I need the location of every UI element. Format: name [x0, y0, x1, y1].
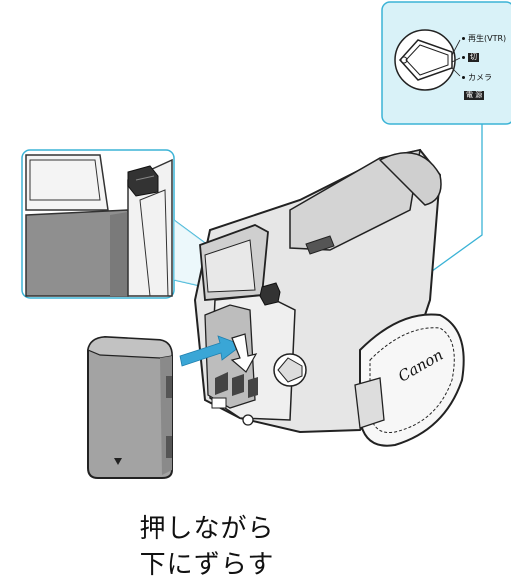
bullet-dot-icon: [462, 76, 465, 79]
release-lever-callout: [21, 149, 175, 299]
instruction-line-1: 押しながら: [139, 514, 275, 544]
power-dial-callout: [381, 1, 511, 125]
camera-power-dial-icon: [273, 353, 307, 387]
mode-off-label: 切: [462, 53, 479, 62]
slide-down-arrow-icon: [230, 333, 258, 373]
power-dial-icon: [394, 29, 456, 91]
mode-vtr-label: 再生(VTR): [462, 33, 506, 44]
power-switch-label: 電 源: [464, 91, 485, 100]
insert-direction-arrow-icon: [179, 335, 243, 367]
bullet-dot-icon: [462, 56, 465, 59]
battery-orientation-mark-icon: [114, 458, 122, 465]
camcorder-body: [193, 148, 465, 447]
battery-pack: [87, 335, 173, 479]
mode-camera-label: カメラ: [462, 72, 492, 83]
battery-release-lever-icon: [127, 165, 159, 197]
instruction-line-2: 下にずらす: [139, 550, 275, 580]
bullet-dot-icon: [462, 37, 465, 40]
